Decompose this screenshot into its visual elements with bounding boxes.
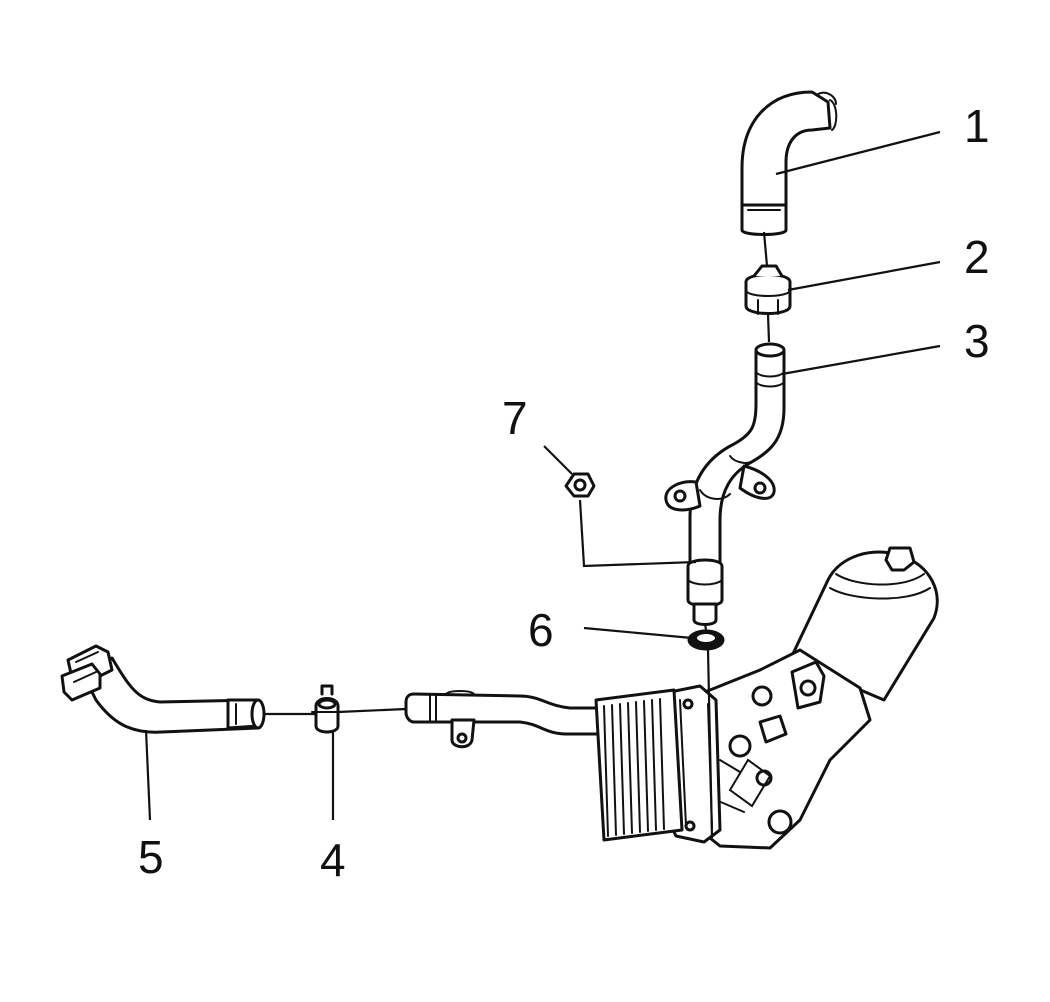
leader-3 bbox=[781, 344, 941, 376]
callout-3: 3 bbox=[964, 315, 990, 367]
leader-5 bbox=[144, 729, 152, 821]
leader-7 bbox=[543, 445, 573, 475]
part-2-hose-clamp bbox=[744, 264, 792, 315]
callout-labels: 1 2 3 4 5 6 7 bbox=[138, 100, 990, 886]
part-6-seal-ring bbox=[687, 629, 725, 651]
callout-6: 6 bbox=[528, 604, 554, 656]
assembly-centerlines bbox=[264, 231, 771, 839]
callout-7: 7 bbox=[502, 392, 528, 444]
callout-4: 4 bbox=[320, 834, 346, 886]
oil-cooler-filter-housing bbox=[594, 546, 939, 850]
callout-5: 5 bbox=[138, 831, 164, 883]
oil-cooler-tube bbox=[404, 690, 602, 749]
part-1-upper-hose bbox=[740, 90, 838, 236]
part-7-nut bbox=[564, 472, 596, 498]
part-5-lower-hose bbox=[60, 644, 266, 734]
callout-leaders bbox=[144, 130, 941, 821]
part-4-hose-clamp bbox=[311, 684, 343, 734]
leader-6 bbox=[583, 626, 693, 640]
leader-7b bbox=[578, 499, 697, 568]
part-3-coolant-pipe bbox=[664, 342, 786, 626]
leader-1 bbox=[775, 130, 941, 176]
leader-2 bbox=[787, 260, 941, 292]
callout-2: 2 bbox=[964, 231, 990, 283]
callout-1: 1 bbox=[964, 100, 990, 152]
